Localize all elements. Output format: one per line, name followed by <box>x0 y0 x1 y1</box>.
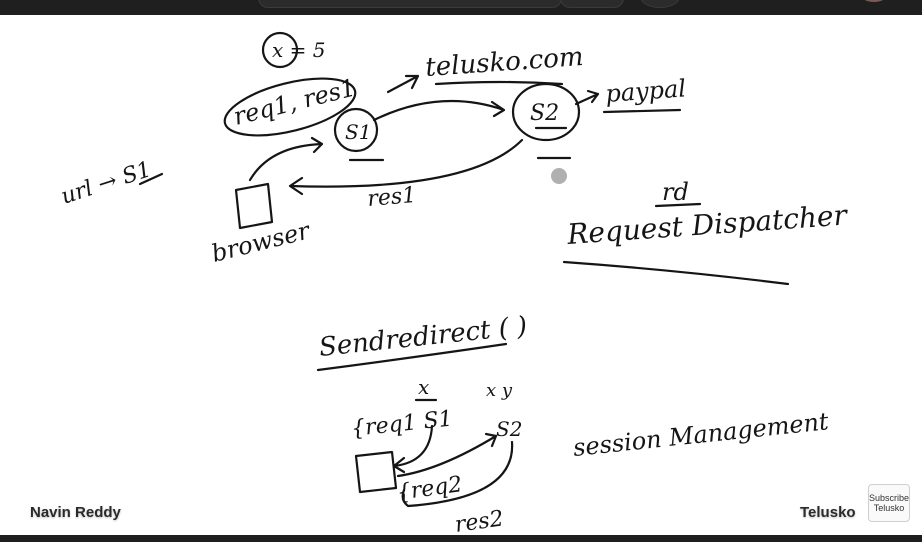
s2-to-browser-arrow <box>288 138 524 196</box>
browser-to-s1-arrow <box>248 136 324 182</box>
paypal-label: paypal <box>604 74 686 108</box>
s2-bottom-label: S2 <box>496 417 522 441</box>
request-dispatcher-label: Request Dispatcher <box>565 198 849 251</box>
video-top-bar <box>0 0 922 15</box>
x-eq-label: x = 5 <box>272 38 325 62</box>
req1-s1-label: {req1 S1 <box>350 406 454 441</box>
res2-label: res2 <box>453 506 505 538</box>
telusko-arrow <box>386 74 420 94</box>
browser-box-bottom <box>354 450 398 494</box>
xy-label: x y <box>486 380 513 401</box>
s1-circle <box>333 107 379 153</box>
telusko-label: telusko.com <box>424 42 584 83</box>
paypal-arrow <box>574 89 600 106</box>
avatar[interactable] <box>860 0 888 2</box>
channel-name: Telusko <box>800 504 856 521</box>
pen-cursor-icon <box>551 168 567 184</box>
s2-label: S2 <box>530 101 559 126</box>
s2-circle <box>511 82 581 142</box>
req2-label: {req2 <box>395 472 463 506</box>
subscribe-button[interactable]: Subscribe Telusko <box>868 484 910 522</box>
s1-to-s2-arrow <box>372 99 506 122</box>
s2-to-browser-arrow-bottom <box>401 440 514 508</box>
subscribe-line1: Subscribe <box>869 493 910 503</box>
video-bottom-bar <box>0 535 922 542</box>
s1-to-browser-arrow-bottom <box>392 424 434 474</box>
browser-to-s2-arrow-bottom <box>396 432 498 478</box>
res1-label: res1 <box>366 183 417 212</box>
paypal-underline <box>602 108 682 114</box>
x-bottom-label: x <box>418 375 429 399</box>
x-circle <box>261 31 299 69</box>
request-dispatcher-underline <box>562 260 790 286</box>
presenter-name: Navin Reddy <box>30 504 121 521</box>
subscribe-line2: Telusko <box>873 503 905 513</box>
session-management-label: session Management <box>572 407 831 462</box>
browser-box <box>234 182 274 230</box>
s1-label: S1 <box>345 120 371 144</box>
rd-underline <box>654 202 702 208</box>
rd-label: rd <box>662 178 689 206</box>
sendredirect-underline <box>316 342 508 372</box>
url-underline <box>138 172 164 186</box>
req-res-oval <box>223 77 357 137</box>
